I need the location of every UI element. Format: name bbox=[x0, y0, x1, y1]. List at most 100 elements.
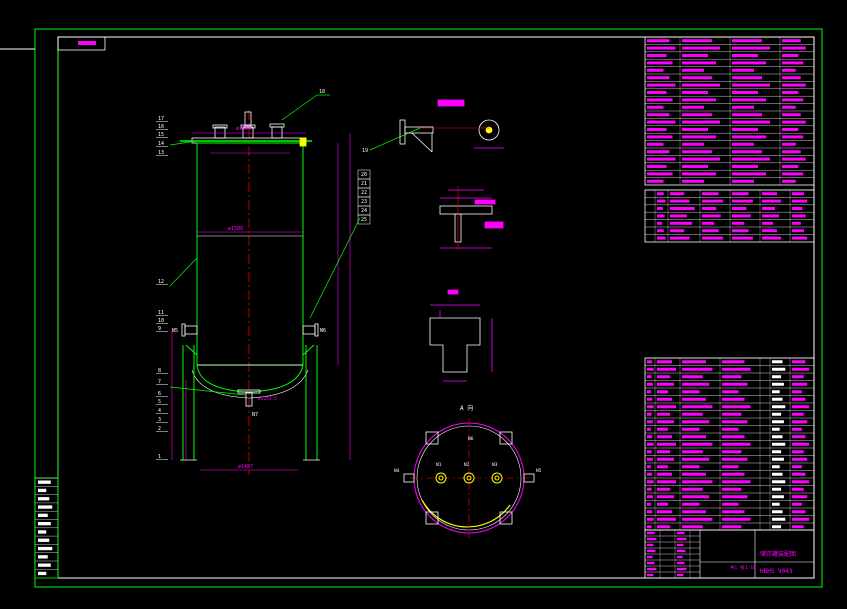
table-cell-text bbox=[772, 502, 780, 506]
table-cell-text bbox=[782, 98, 804, 102]
table-cell-text bbox=[732, 113, 762, 117]
plan-nozzle-N3: N3 bbox=[492, 462, 498, 468]
callout-7: 7 bbox=[158, 379, 161, 385]
table-cell-text bbox=[722, 397, 745, 401]
table-cell-text bbox=[772, 517, 786, 521]
table-cell-text bbox=[682, 472, 706, 476]
table-cell-text bbox=[647, 549, 656, 553]
table-cell-text bbox=[792, 405, 810, 409]
table-cell-text bbox=[657, 487, 670, 491]
table-cell-text bbox=[657, 450, 670, 454]
callout-25: 25 bbox=[361, 217, 367, 223]
table-cell-text bbox=[657, 221, 662, 225]
table-cell-text bbox=[722, 442, 751, 446]
table-cell-text bbox=[772, 367, 786, 371]
callout-14: 14 bbox=[158, 141, 164, 147]
table-cell-text bbox=[722, 405, 751, 409]
table-cell-text bbox=[38, 505, 53, 509]
table-cell-text bbox=[732, 105, 754, 109]
table-cell-text bbox=[722, 502, 739, 506]
table-cell-text bbox=[647, 561, 655, 565]
table-cell-text bbox=[647, 39, 670, 43]
table-cell-text bbox=[670, 221, 693, 225]
table-cell-text bbox=[647, 465, 651, 469]
drawing-title: 储存罐装配图 bbox=[760, 550, 796, 558]
table-cell-text bbox=[657, 229, 664, 233]
table-cell-text bbox=[732, 236, 753, 240]
table-cell-text bbox=[772, 435, 783, 439]
nozzle-left-label: N5 bbox=[172, 328, 178, 334]
table-cell-text bbox=[732, 91, 758, 94]
table-cell-text bbox=[682, 46, 720, 50]
table-cell-text bbox=[647, 76, 670, 80]
table-cell-text bbox=[657, 495, 674, 499]
table-cell-text bbox=[682, 487, 703, 491]
table-cell-text bbox=[732, 165, 758, 168]
table-cell-text bbox=[772, 480, 786, 484]
table-cell-text bbox=[682, 397, 706, 401]
detail-flange bbox=[439, 186, 504, 250]
table-cell-text bbox=[647, 435, 653, 439]
table-cell-text bbox=[732, 120, 770, 124]
table-cell-text bbox=[647, 165, 667, 168]
table-cell-text bbox=[647, 543, 654, 547]
table-cell-text bbox=[657, 510, 672, 514]
table-cell-text bbox=[772, 390, 780, 394]
table-cell-text bbox=[722, 517, 751, 521]
table-cell-text bbox=[792, 412, 804, 416]
table-cell-text bbox=[772, 382, 784, 386]
table-cell-text bbox=[722, 382, 748, 386]
table-cell-text bbox=[772, 360, 783, 364]
table-cell-text bbox=[732, 214, 751, 218]
table-cell-text bbox=[670, 199, 690, 203]
table-cell-text bbox=[677, 561, 685, 565]
table-cell-text bbox=[647, 517, 654, 521]
callout-20: 20 bbox=[361, 172, 367, 178]
table-cell-text bbox=[792, 221, 801, 225]
callout-19: 19 bbox=[362, 148, 368, 154]
plan-nozzle-N6: N6 bbox=[468, 436, 474, 442]
table-cell-text bbox=[732, 61, 766, 65]
table-cell-text bbox=[647, 367, 654, 371]
table-cell-text bbox=[782, 120, 806, 124]
table-cell-text bbox=[762, 192, 777, 196]
table-cell-text bbox=[732, 157, 770, 161]
table-cell-text bbox=[792, 427, 802, 431]
table-cell-text bbox=[682, 517, 713, 521]
table-cell-text bbox=[682, 495, 710, 499]
table-cell-text bbox=[647, 442, 654, 446]
table-cell-text bbox=[682, 390, 700, 394]
callout-12: 12 bbox=[158, 279, 164, 285]
table-cell-text bbox=[782, 76, 801, 80]
table-cell-text bbox=[732, 207, 747, 210]
table-cell-text bbox=[792, 465, 802, 469]
table-cell-text bbox=[782, 105, 796, 109]
table-cell-text bbox=[722, 390, 739, 394]
callout-11: 11 bbox=[158, 310, 164, 316]
title-block: 储存罐装配图 HBHS V043 1:10 共1 张 bbox=[644, 529, 815, 579]
table-cell-text bbox=[38, 563, 51, 567]
callout-15: 15 bbox=[158, 132, 164, 138]
table-cell-text bbox=[38, 538, 50, 542]
table-cell-text bbox=[732, 76, 762, 80]
table-cell-text bbox=[647, 150, 670, 154]
table-cell-text bbox=[657, 207, 663, 210]
table-cell-text bbox=[647, 375, 652, 379]
table-cell-text bbox=[682, 442, 713, 446]
table-cell-text bbox=[792, 487, 804, 491]
table-cell-text bbox=[657, 420, 674, 424]
table-cell-text bbox=[732, 39, 762, 43]
table-cell-text bbox=[782, 135, 804, 139]
table-cell-text bbox=[647, 382, 653, 386]
table-cell-text bbox=[792, 472, 806, 476]
table-cell-text bbox=[657, 382, 674, 386]
table-cell-text bbox=[677, 531, 685, 535]
table-cell-text bbox=[657, 435, 672, 439]
table-cell-text bbox=[792, 442, 810, 446]
table-cell-text bbox=[647, 135, 673, 139]
table-cell-text bbox=[647, 480, 654, 484]
code-box bbox=[57, 36, 106, 51]
table-cell-text bbox=[782, 113, 801, 117]
